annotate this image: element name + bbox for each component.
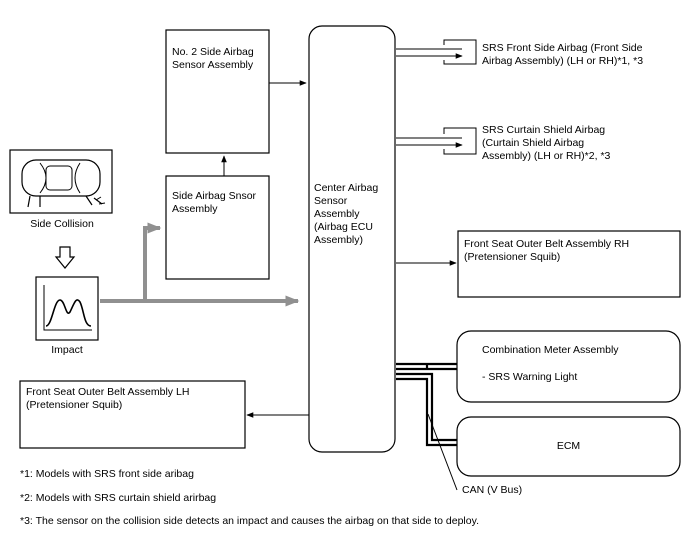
footnote-2: *2: Models with SRS curtain shield arirb… bbox=[20, 492, 217, 504]
center-airbag-sensor-box bbox=[308, 25, 396, 453]
footnote-1: *1: Models with SRS front side aribag bbox=[20, 468, 194, 480]
belt-rh-box bbox=[457, 230, 681, 298]
can-bus-label: CAN (V Bus) bbox=[462, 484, 523, 496]
impact-graph-icon bbox=[35, 276, 99, 341]
curtain-airbag-label: SRS Curtain Shield Airbag (Curtain Shiel… bbox=[482, 124, 611, 162]
side-collision-car-icon bbox=[9, 149, 113, 214]
srs-warning-light-label: - SRS Warning Light bbox=[482, 371, 578, 383]
impact-signal-arrows bbox=[100, 222, 300, 307]
curtain-airbag-connector bbox=[396, 127, 477, 155]
side-airbag-sensor-label: Side Airbag Snsor Assembly bbox=[172, 190, 257, 215]
can-bus-lines bbox=[396, 362, 457, 447]
belt-lh-box bbox=[19, 380, 246, 449]
combination-meter-label: Combination Meter Assembly bbox=[482, 344, 619, 356]
impact-label: Impact bbox=[51, 344, 83, 356]
belt-rh-label: Front Seat Outer Belt Assembly RH (Prete… bbox=[464, 238, 630, 263]
belt-lh-label: Front Seat Outer Belt Assembly LH (Prete… bbox=[26, 386, 190, 411]
center-airbag-sensor-label: Center Airbag Sensor Assembly (Airbag EC… bbox=[314, 182, 379, 246]
footnote-3: *3: The sensor on the collision side det… bbox=[20, 515, 479, 527]
ecm-box bbox=[456, 416, 681, 477]
front-side-airbag-connector bbox=[396, 39, 477, 65]
ecm-label: ECM bbox=[556, 440, 581, 452]
no2-side-airbag-sensor-box bbox=[165, 29, 270, 154]
side-airbag-sensor-box bbox=[165, 175, 270, 280]
side-collision-label: Side Collision bbox=[30, 218, 94, 230]
front-side-airbag-label: SRS Front Side Airbag (Front Side Airbag… bbox=[482, 42, 644, 67]
combination-meter-box bbox=[456, 330, 681, 403]
no2-side-airbag-sensor-label: No. 2 Side Airbag Sensor Assembly bbox=[172, 46, 254, 71]
down-arrow-icon bbox=[54, 246, 76, 269]
